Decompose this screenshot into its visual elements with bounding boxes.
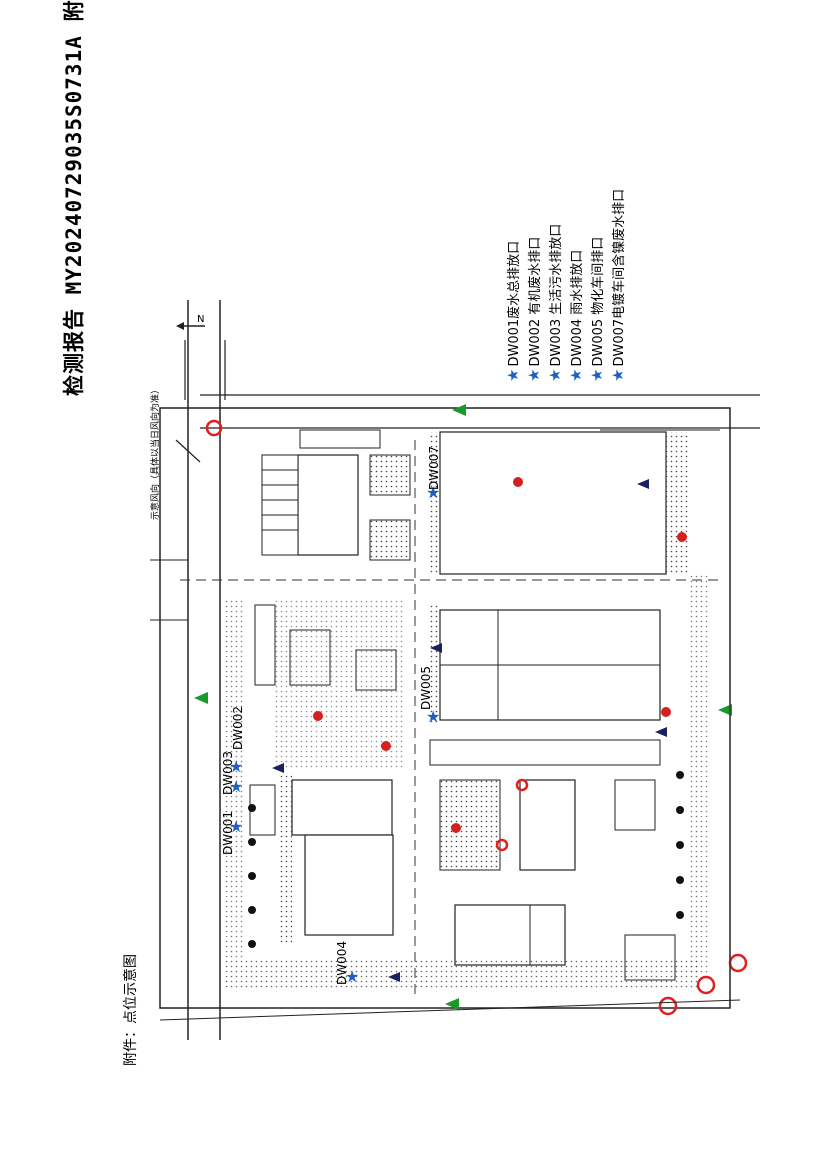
- exhaust-icon: [272, 763, 284, 773]
- sampling-points: [313, 477, 687, 833]
- noise-monitoring-points: [205, 419, 748, 1016]
- noise-point-icon: [728, 953, 748, 973]
- north-arrow-head-icon: [176, 322, 184, 330]
- star-icon: ★: [345, 967, 359, 986]
- label-dw003: DW003: [221, 751, 235, 795]
- building-sw2: [304, 834, 394, 936]
- noise-point-icon: [205, 419, 223, 437]
- building-small-se: [614, 779, 656, 831]
- triangle-icon: [452, 404, 466, 416]
- building-ne: [439, 431, 667, 575]
- greenbelt: [428, 605, 440, 725]
- exhaust-markers: [272, 479, 667, 982]
- sampling-dot-icon: [677, 532, 687, 542]
- wind-note: 示意风向（具体以当日风向为准）: [149, 385, 161, 520]
- sampling-dot-icon: [661, 707, 671, 717]
- noise-point-icon: [515, 778, 529, 792]
- greenbelt: [428, 432, 440, 574]
- star-icon: ★: [229, 757, 243, 776]
- greenbelt: [280, 775, 292, 945]
- parking-small: [254, 604, 276, 686]
- greenbelt-east: [690, 575, 710, 975]
- greenbelt-south: [225, 960, 700, 988]
- fence-row: [299, 429, 381, 449]
- corridor: [429, 739, 661, 766]
- star-icon: ★: [229, 777, 243, 796]
- tree-row: [248, 771, 684, 948]
- outfall-stars: ★ ★ ★ ★ ★ ★: [229, 483, 440, 986]
- north-label: N: [197, 314, 204, 325]
- star-icon: ★: [426, 483, 440, 502]
- greenbelt: [369, 519, 411, 561]
- sampling-dot-icon: [381, 741, 391, 751]
- boundary-line: [159, 999, 741, 1021]
- greenbelt: [369, 454, 411, 496]
- noise-point-icon: [495, 838, 509, 852]
- greenbelt: [439, 779, 501, 871]
- parking-area: [261, 454, 299, 556]
- exhaust-icon: [388, 972, 400, 982]
- triangle-icon: [445, 998, 459, 1010]
- triangle-icon: [194, 692, 208, 704]
- wind-arrow-icon: [175, 439, 201, 463]
- sampling-dot-icon: [451, 823, 461, 833]
- greenbelt-west: [225, 600, 243, 960]
- sampling-dot-icon: [313, 711, 323, 721]
- building-s2: [454, 904, 566, 966]
- triangle-icon: [718, 704, 732, 716]
- label-dw001: DW001: [221, 811, 235, 855]
- label-dw007: DW007: [427, 446, 441, 490]
- star-icon: ★: [426, 707, 440, 726]
- parking-stalls: [262, 469, 298, 531]
- label-dw002: DW002: [231, 706, 245, 750]
- building-office: [297, 454, 359, 556]
- exhaust-icon: [655, 727, 667, 737]
- noise-point-icon: [658, 996, 678, 1016]
- noise-point-icon: [696, 975, 716, 995]
- building-sw1: [291, 779, 393, 836]
- label-dw004: DW004: [335, 941, 349, 985]
- exhaust-icon: [430, 643, 442, 653]
- exhaust-icon: [637, 479, 649, 489]
- greenbelt: [666, 432, 690, 574]
- label-dw005: DW005: [419, 666, 433, 710]
- sampling-dot-icon: [513, 477, 523, 487]
- star-icon: ★: [229, 817, 243, 836]
- building-s1: [519, 779, 576, 871]
- upwind-downwind-points: [194, 404, 732, 1010]
- landscape-area: [275, 600, 405, 770]
